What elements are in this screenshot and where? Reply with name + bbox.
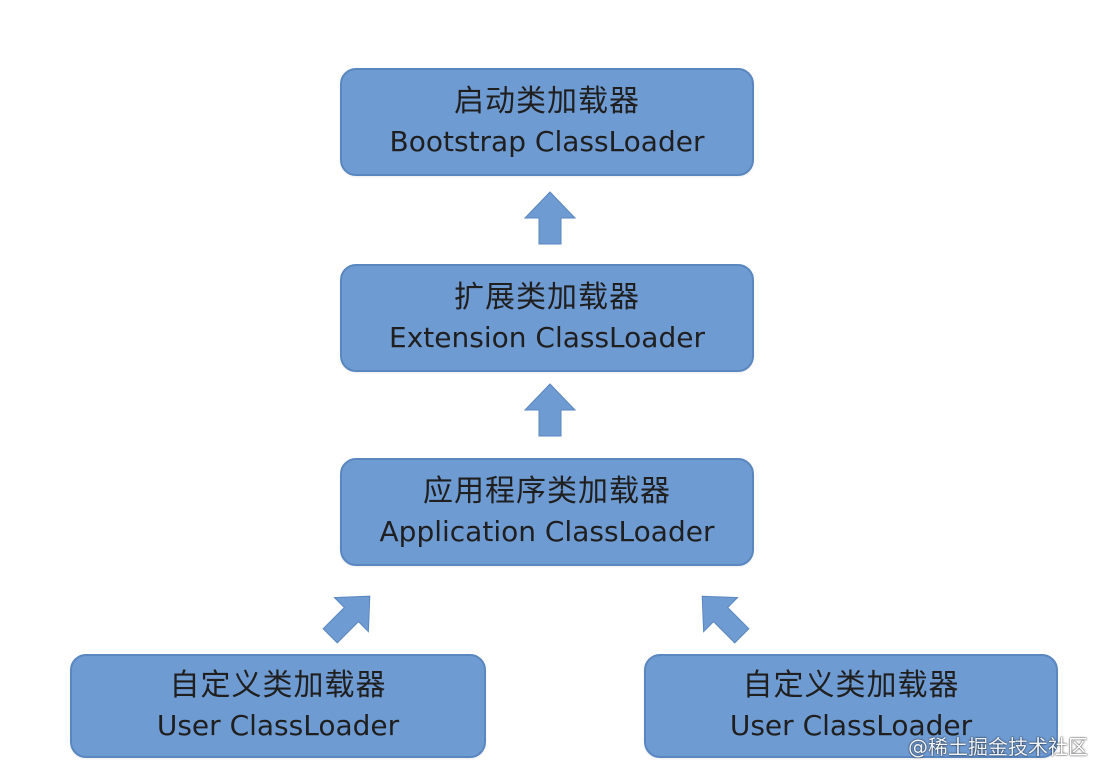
node-label-zh: 启动类加载器 <box>454 84 640 119</box>
node-label-zh: 自定义类加载器 <box>169 668 387 703</box>
arrow-user-left-to-application <box>318 584 382 648</box>
up-arrow-icon <box>523 383 577 437</box>
node-label-en: User ClassLoader <box>156 709 400 742</box>
node-label-en: Application ClassLoader <box>379 515 715 548</box>
application-classloader-node: 应用程序类加载器 Application ClassLoader <box>340 458 754 566</box>
arrow-up-application-to-extension <box>523 382 577 438</box>
node-label-zh: 自定义类加载器 <box>742 668 960 703</box>
watermark: @稀土掘金技术社区 <box>908 735 1088 759</box>
arrow-user-right-to-application <box>690 584 754 648</box>
diagonal-up-right-arrow-icon <box>322 595 371 644</box>
node-label-zh: 应用程序类加载器 <box>423 474 671 509</box>
extension-classloader-node: 扩展类加载器 Extension ClassLoader <box>340 264 754 372</box>
diagonal-up-left-arrow-icon <box>701 595 750 644</box>
arrow-up-extension-to-bootstrap <box>523 190 577 246</box>
node-label-zh: 扩展类加载器 <box>454 280 640 315</box>
bootstrap-classloader-node: 启动类加载器 Bootstrap ClassLoader <box>340 68 754 176</box>
node-label-en: User ClassLoader <box>729 709 973 742</box>
node-label-en: Extension ClassLoader <box>389 321 705 354</box>
user-classloader-node-right: 自定义类加载器 User ClassLoader <box>644 654 1058 758</box>
up-arrow-icon <box>523 191 577 245</box>
user-classloader-node-left: 自定义类加载器 User ClassLoader <box>70 654 486 758</box>
node-label-en: Bootstrap ClassLoader <box>389 125 705 158</box>
